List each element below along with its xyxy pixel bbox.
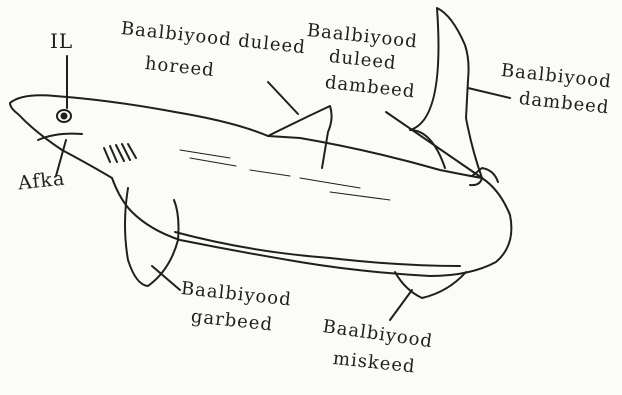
mouth — [38, 134, 82, 140]
caudal-fin — [410, 8, 482, 185]
shark-body — [10, 95, 511, 276]
leader-first-dorsal — [268, 82, 298, 114]
leader-pelvic — [390, 290, 412, 320]
gill-slits — [104, 144, 136, 162]
leader-caudal — [468, 88, 510, 98]
label-mouth: Afka — [17, 170, 66, 194]
skin-texture — [180, 150, 390, 200]
label-eye: IL — [50, 31, 73, 51]
belly-line — [175, 232, 460, 266]
